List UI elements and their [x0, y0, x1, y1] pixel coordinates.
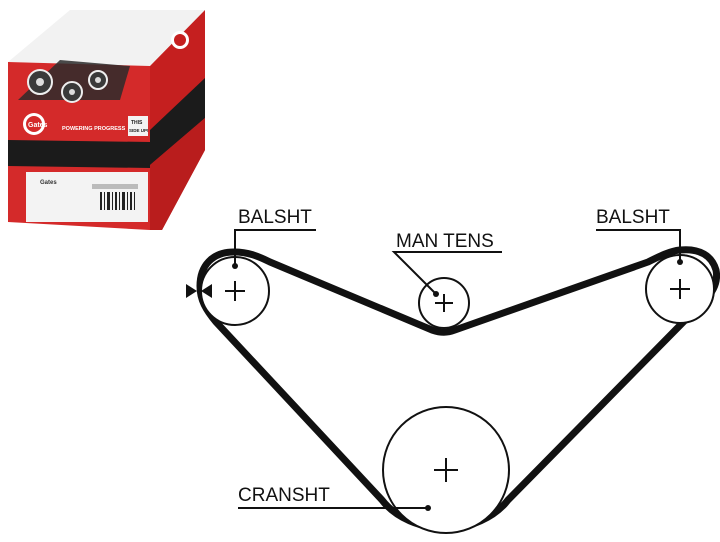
box-top-face	[8, 10, 205, 66]
product-box-image: Gates Gates POWERING PROGRESS THIS SIDE …	[8, 10, 205, 230]
label-man-tens: MAN TENS	[396, 231, 494, 252]
belt-marker-icon	[201, 284, 212, 298]
orientation-note-line1: THIS	[131, 120, 143, 126]
label-balsht-right: BALSHT	[596, 207, 670, 228]
leader-lines	[234, 229, 681, 509]
label-balsht-left: BALSHT	[238, 207, 312, 228]
svg-text:Gates: Gates	[28, 122, 48, 129]
box-black-band	[8, 140, 150, 168]
slogan-text: POWERING PROGRESS	[62, 126, 126, 132]
leader-balsht-right	[596, 229, 681, 262]
orientation-note-line2: SIDE UP!	[129, 128, 149, 133]
leader-man-tens	[391, 251, 502, 295]
pulley-balsht-right	[645, 254, 715, 324]
label-logo-text: Gates	[40, 180, 57, 186]
leader-balsht-left	[234, 229, 316, 266]
barcode-icon	[100, 192, 135, 210]
pulley-cranksht	[382, 406, 510, 534]
gates-logo: Gates	[23, 113, 48, 135]
label-cranksht: CRANSHT	[238, 485, 330, 506]
rotation-arrow-icon	[186, 284, 197, 298]
pulley-photo-icon	[18, 60, 130, 103]
